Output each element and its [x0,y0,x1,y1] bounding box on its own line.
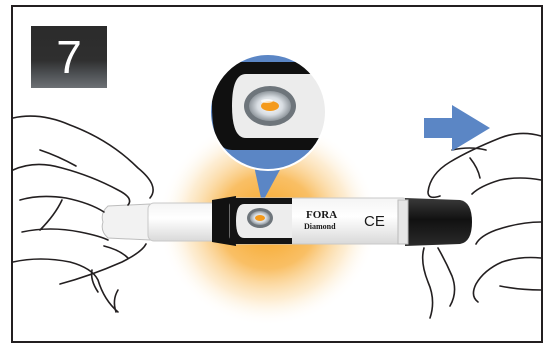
arrow-right-icon [424,105,490,151]
device-brand-line2: Diamond [304,222,336,231]
device-brand-line1: FORA [306,209,337,221]
step-number-badge: 7 [31,26,107,88]
ce-mark: CE [364,213,385,230]
lancing-device [102,196,472,246]
